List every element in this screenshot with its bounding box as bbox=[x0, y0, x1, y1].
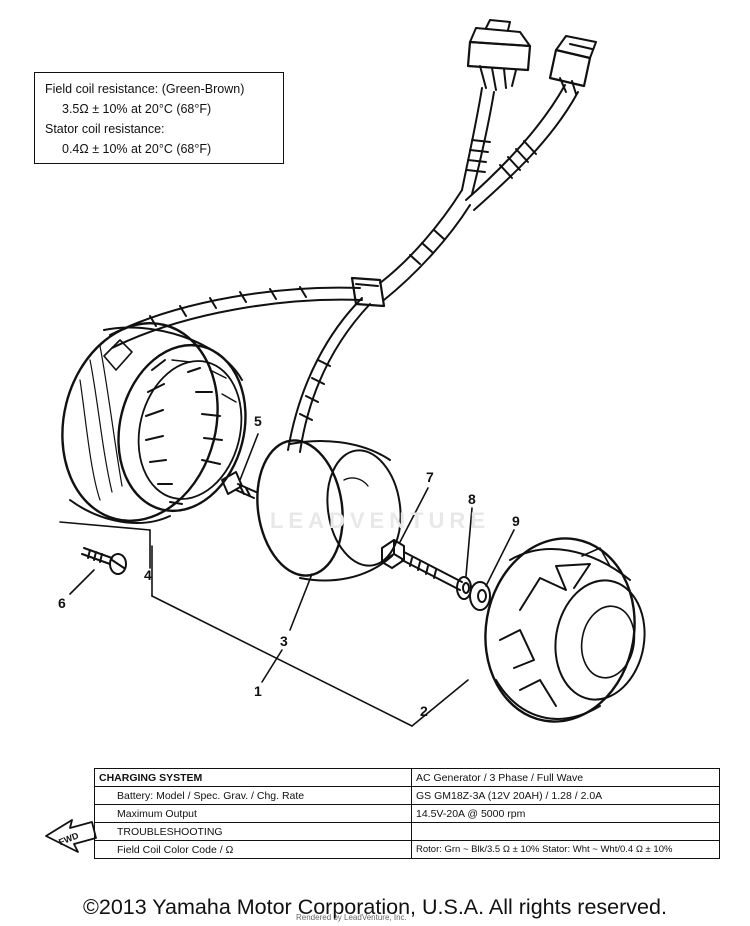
callout-8: 8 bbox=[468, 491, 476, 507]
copyright-notice: ©2013 Yamaha Motor Corporation, U.S.A. A… bbox=[83, 895, 667, 919]
table-cell-value: 14.5V-20A @ 5000 rpm bbox=[411, 804, 720, 823]
washer-9 bbox=[469, 581, 491, 611]
washer-8 bbox=[456, 576, 472, 600]
table-cell-value: Rotor: Grn ~ Blk/3.5 Ω ± 10% Stator: Wht… bbox=[411, 840, 720, 859]
callout-2: 2 bbox=[420, 703, 428, 719]
table-cell-value bbox=[411, 822, 720, 841]
bolt bbox=[401, 551, 463, 591]
connector-left bbox=[466, 19, 532, 91]
table-row: TROUBLESHOOTING bbox=[94, 822, 720, 841]
callout-7: 7 bbox=[426, 469, 434, 485]
spec-line-3: Stator coil resistance: bbox=[45, 122, 165, 136]
spec-line-1: Field coil resistance: (Green-Brown) bbox=[45, 82, 245, 96]
rotor bbox=[484, 537, 646, 723]
table-cell-label: Field Coil Color Code / Ω bbox=[94, 840, 412, 859]
connector-right bbox=[548, 35, 597, 95]
callout-3: 3 bbox=[280, 633, 288, 649]
table-cell-value: GS GM18Z-3A (12V 20AH) / 1.28 / 2.0A bbox=[411, 786, 720, 805]
table-row: Maximum Output 14.5V-20A @ 5000 rpm bbox=[94, 804, 720, 823]
wiring-harness bbox=[109, 84, 579, 453]
table-row: Field Coil Color Code / Ω Rotor: Grn ~ B… bbox=[94, 840, 720, 859]
table-cell-label: TROUBLESHOOTING bbox=[94, 822, 412, 841]
table-cell-label: Battery: Model / Spec. Grav. / Chg. Rate bbox=[94, 786, 412, 805]
charging-system-table: CHARGING SYSTEM AC Generator / 3 Phase /… bbox=[94, 768, 720, 859]
spec-line-4: 0.4Ω ± 10% at 20°C (68°F) bbox=[62, 142, 212, 156]
spec-line-2: 3.5Ω ± 10% at 20°C (68°F) bbox=[62, 102, 212, 116]
leader-lines bbox=[59, 433, 515, 727]
callout-4: 4 bbox=[144, 567, 152, 583]
callout-6: 6 bbox=[58, 595, 66, 611]
fwd-label: FWD bbox=[57, 830, 80, 847]
table-cell-label: CHARGING SYSTEM bbox=[94, 768, 412, 787]
table-cell-value: AC Generator / 3 Phase / Full Wave bbox=[411, 768, 720, 787]
table-row: Battery: Model / Spec. Grav. / Chg. Rate… bbox=[94, 786, 720, 805]
nut-7 bbox=[381, 539, 405, 569]
render-credit: Rendered by LeadVenture, Inc. bbox=[296, 913, 407, 922]
watermark: LEADVENTURE bbox=[269, 508, 490, 533]
callout-1: 1 bbox=[254, 683, 262, 699]
stator-ring bbox=[61, 322, 247, 524]
callout-9: 9 bbox=[512, 513, 520, 529]
screw-6 bbox=[81, 547, 127, 575]
table-row: CHARGING SYSTEM AC Generator / 3 Phase /… bbox=[94, 768, 720, 787]
table-cell-label: Maximum Output bbox=[94, 804, 412, 823]
callout-5: 5 bbox=[254, 413, 262, 429]
screw-5 bbox=[221, 471, 257, 499]
spec-box: Field coil resistance: (Green-Brown) 3.5… bbox=[34, 72, 284, 164]
